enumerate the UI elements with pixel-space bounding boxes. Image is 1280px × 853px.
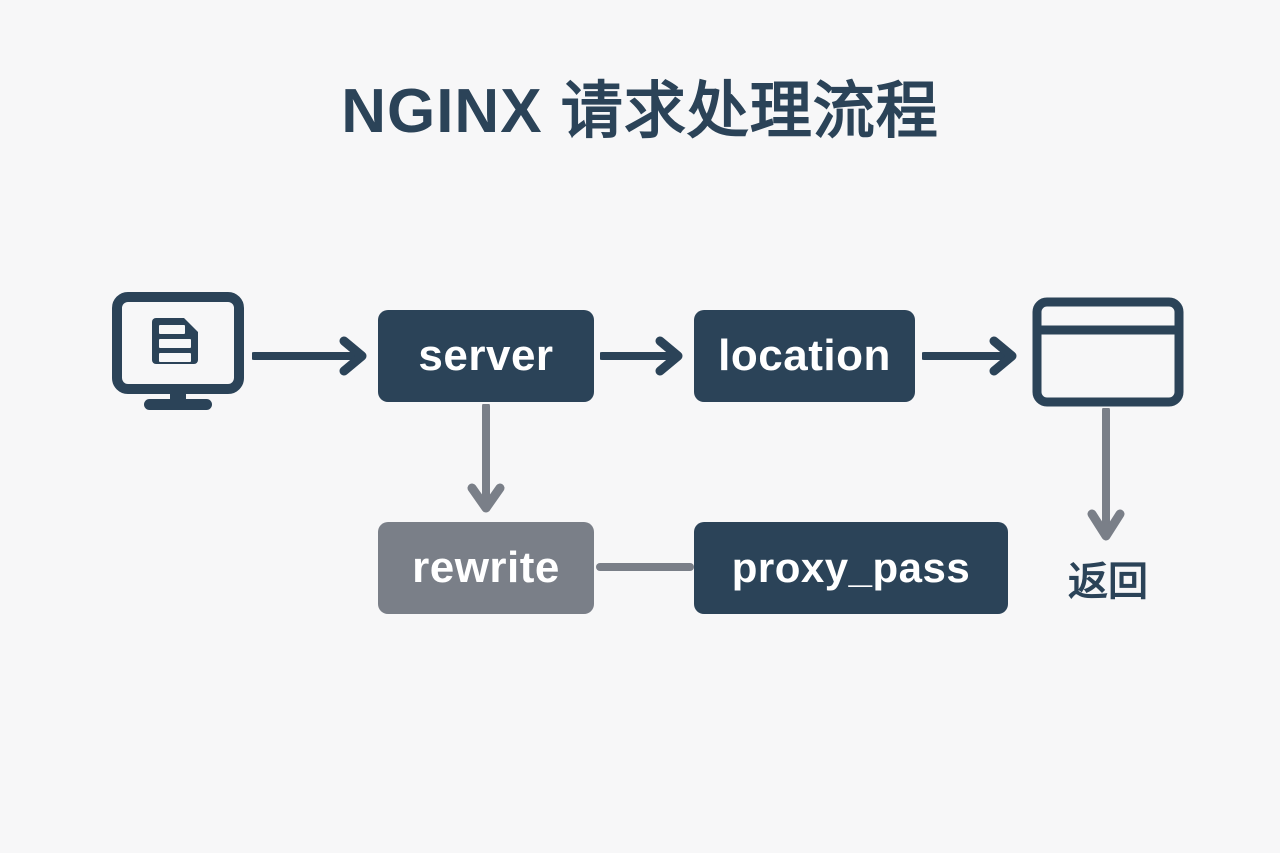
arrow-server-to-location [598, 336, 690, 376]
browser-window-icon [1032, 297, 1184, 407]
node-proxy-pass[interactable]: proxy_pass [694, 522, 1008, 614]
arrow-result-to-return [1086, 406, 1126, 548]
arrow-location-to-result [920, 336, 1024, 376]
arrow-client-to-server [250, 336, 374, 376]
client-monitor-node [112, 292, 244, 412]
arrow-right-icon [598, 336, 683, 376]
arrow-server-to-rewrite [466, 402, 506, 520]
connector-line-icon [596, 563, 694, 571]
node-server[interactable]: server [378, 310, 594, 402]
return-label: 返回 [1068, 560, 1148, 604]
page-title: NGINX 请求处理流程 [341, 77, 939, 146]
node-proxy-pass-label: proxy_pass [731, 544, 971, 591]
line-rewrite-to-proxypass [596, 552, 694, 582]
arrow-down-icon [467, 402, 505, 513]
result-browser-node [1032, 297, 1184, 407]
arrow-right-icon [250, 336, 367, 376]
node-rewrite[interactable]: rewrite [378, 522, 594, 614]
arrow-down-icon [1087, 406, 1125, 541]
node-location-label: location [718, 331, 891, 380]
node-rewrite-label: rewrite [412, 543, 560, 592]
arrow-right-icon [920, 336, 1017, 376]
node-location[interactable]: location [694, 310, 915, 402]
node-server-label: server [418, 331, 554, 380]
monitor-document-icon [112, 292, 244, 410]
